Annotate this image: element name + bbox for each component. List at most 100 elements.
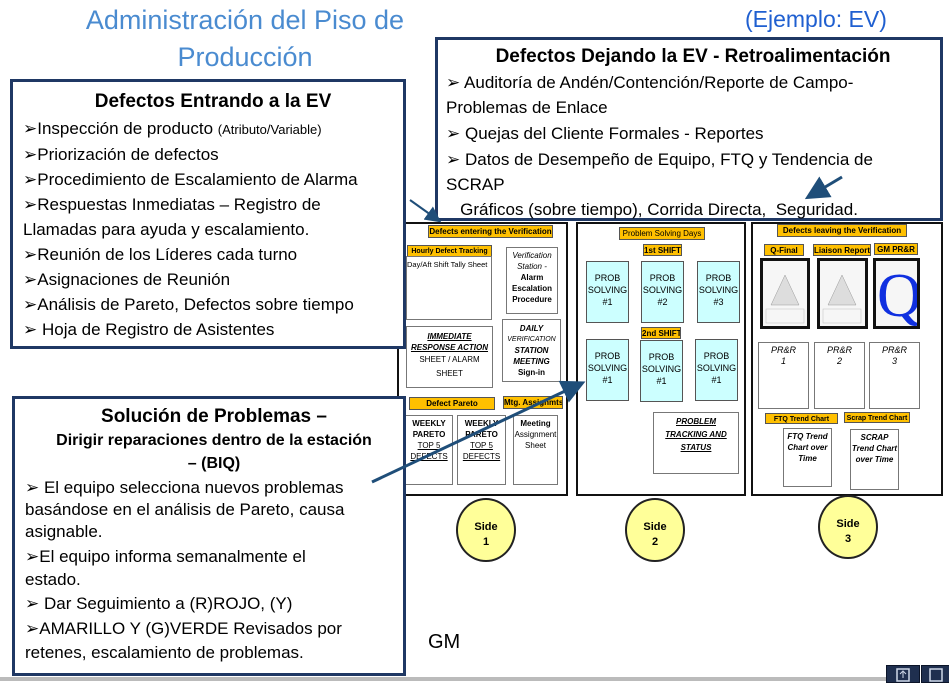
text: RESPONSE ACTION	[410, 343, 489, 352]
shift-2-label: 2nd SHIFT	[641, 327, 681, 339]
text: Verification	[512, 251, 552, 260]
bullet-line: SCRAP	[446, 175, 505, 194]
bullet-line: ➢Priorización de defectos	[23, 145, 219, 164]
bullet-line: estado.	[25, 570, 81, 589]
text: Escalation	[511, 284, 552, 293]
side1-header: Defects entering the Verification	[428, 225, 553, 238]
defect-pareto-label: Defect Pareto	[409, 397, 495, 410]
page-button[interactable]	[921, 665, 949, 683]
bullet-line: ➢Inspección de producto	[23, 119, 218, 138]
text: SHEET / ALARM	[419, 355, 480, 364]
text: #2	[657, 297, 668, 307]
text: WEEKLY	[464, 419, 499, 428]
text: Side	[643, 521, 667, 533]
bullet-line: ➢Reunión de los Líderes cada turno	[23, 245, 298, 264]
defects-entering-box: Defectos Entrando a la EV ➢Inspección de…	[10, 79, 406, 349]
bullet-line: ➢ Quejas del Cliente Formales - Reportes	[446, 124, 764, 143]
text: Meeting	[520, 419, 551, 428]
text: STATUS	[680, 443, 712, 452]
pyramid-chart-icon	[765, 274, 805, 324]
ftq-trend-label: FTQ Trend Chart	[765, 413, 838, 424]
text: TRACKING AND	[665, 430, 727, 439]
text: WEEKLY	[412, 419, 446, 428]
arrow-to-side-3	[804, 175, 843, 200]
text: PR&R	[881, 345, 907, 355]
tally-sheet: Day/Aft Shift Tally Sheet	[406, 256, 492, 320]
text: over Time	[855, 455, 894, 464]
text: Procedure	[512, 295, 552, 304]
bullet-line: Gráficos (sobre tiempo), Corrida Directa…	[446, 200, 858, 219]
text: 3	[891, 356, 897, 366]
text: SOLVING	[642, 285, 683, 295]
text: PROB	[594, 351, 621, 361]
box-heading: – (BIQ)	[187, 455, 241, 472]
text: SOLVING	[641, 364, 682, 374]
bullet-line: Problemas de Enlace	[446, 98, 608, 117]
text: SOLVING	[698, 285, 739, 295]
text: #1	[711, 375, 722, 385]
text: TOP 5	[417, 441, 441, 450]
bullet-line: ➢ Auditoría de Andén/Contención/Reporte …	[446, 73, 854, 92]
arrow-to-side-1	[409, 199, 442, 223]
scrap-trend-label: Scrap Trend Chart	[844, 412, 910, 423]
bottom-bar	[0, 677, 886, 681]
expand-icon	[896, 668, 910, 682]
text: Station -	[517, 262, 547, 271]
bullet-line: basándose en el análisis de Pareto, caus…	[25, 500, 345, 519]
bullet-line: ➢El equipo informa semanalmente el	[25, 547, 306, 566]
bullet-line: ➢Respuestas Inmediatas – Registro de	[23, 195, 321, 214]
text: PARETO	[412, 430, 446, 439]
text: Sheet	[525, 441, 546, 450]
bullet-line: ➢ El equipo selecciona nuevos problemas	[25, 478, 344, 497]
text: PROB	[703, 351, 730, 361]
text: Assignment	[514, 430, 557, 439]
side2-header: Problem Solving Days	[619, 227, 705, 240]
text: PROB	[648, 352, 675, 362]
text: #1	[656, 376, 667, 386]
shift-1-label: 1st SHIFT	[643, 244, 682, 256]
gm-label: GM	[428, 631, 461, 653]
pyramid-chart-icon	[822, 274, 862, 324]
defects-leaving-box: Defectos Dejando la EV - Retroalimentaci…	[435, 37, 943, 221]
text: PROB	[594, 273, 621, 283]
q-logo-icon: Q	[877, 262, 917, 326]
text: PROBLEM	[676, 417, 716, 426]
text: 1	[482, 536, 490, 548]
bullet-line: ➢Asignaciones de Reunión	[23, 270, 231, 289]
text: 1	[780, 356, 786, 366]
arrow-to-side-2	[371, 380, 586, 484]
liaison-report-thumbnail	[817, 258, 868, 329]
text: PR&R	[826, 345, 852, 355]
bullet-line: ➢ Datos de Desempeño de Equipo, FTQ y Te…	[446, 150, 873, 169]
text: Sign-in	[517, 368, 546, 377]
bullet-line: asignable.	[25, 522, 103, 541]
side3-header: Defects leaving the Verification	[777, 224, 907, 237]
bullet-line: ➢ Hoja de Registro de Asistentes	[23, 320, 275, 339]
text: PROB	[705, 273, 732, 283]
text: SOLVING	[696, 363, 737, 373]
text: STATION	[514, 346, 549, 355]
title-line: Administración del Piso de	[85, 5, 405, 35]
text: Chart over	[787, 443, 828, 452]
bullet-line: ➢ Dar Seguimiento a (R)ROJO, (Y)	[25, 594, 293, 613]
text: SOLVING	[587, 363, 628, 373]
text: DEFECTS	[462, 452, 501, 461]
text: IMMEDIATE	[427, 332, 472, 341]
text: #1	[602, 375, 613, 385]
text: FTQ Trend	[787, 432, 828, 441]
q-final-label: Q-Final	[764, 244, 804, 256]
text: SOLVING	[587, 285, 628, 295]
expand-button[interactable]	[886, 665, 920, 683]
prob-solving-card: PROB SOLVING #1	[695, 339, 738, 401]
box-heading: Solución de Problemas –	[101, 406, 327, 427]
